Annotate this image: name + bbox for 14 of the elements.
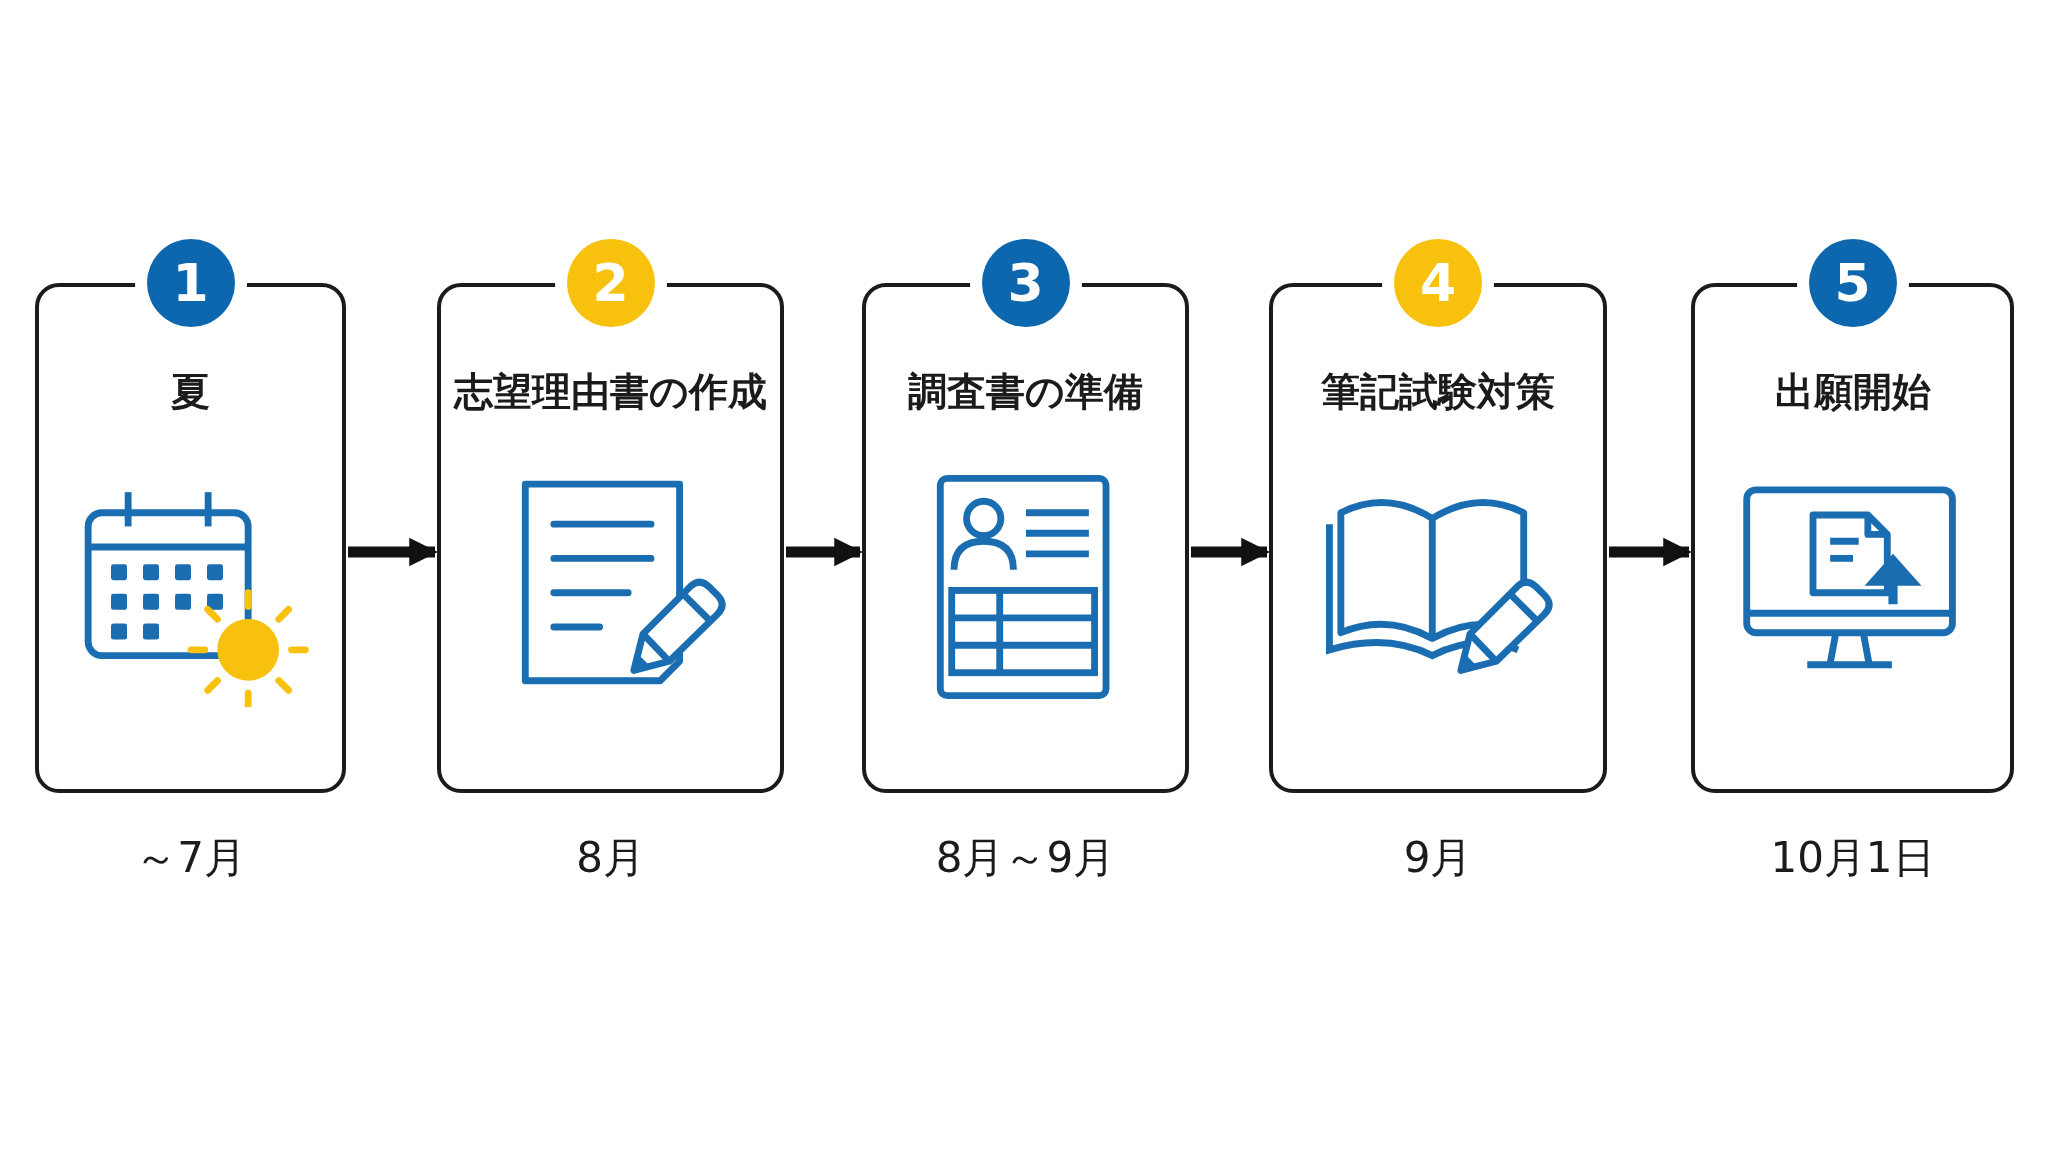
date-label: 8月～9月 — [934, 832, 1117, 884]
date-label: 10月1日 — [1769, 832, 1936, 884]
step-title: 筆記試験対策 — [1320, 368, 1556, 416]
date-label: ～7月 — [134, 832, 247, 884]
date-label: 8月 — [575, 832, 646, 884]
step-title: 出願開始 — [1773, 368, 1932, 416]
step-title: 志望理由書の作成 — [452, 368, 768, 416]
arrow — [786, 537, 863, 567]
arrow — [1191, 537, 1270, 567]
arrow — [1609, 537, 1692, 567]
date-label: 9月 — [1402, 832, 1474, 884]
step-title: 調査書の準備 — [907, 368, 1144, 416]
arrow — [348, 537, 438, 567]
step-title: 夏 — [170, 368, 211, 416]
